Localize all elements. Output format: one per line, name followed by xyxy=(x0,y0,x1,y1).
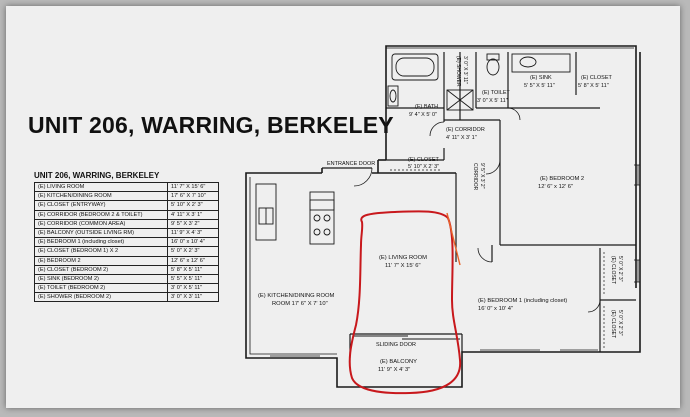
label-corridor1-dim: 4' 11" X 3' 1" xyxy=(446,135,477,141)
label-toilet-dim: 3' 0" X 5' 11" xyxy=(477,98,508,104)
label-closet-entry-dim: 5' 10" X 2' 3" xyxy=(408,164,439,170)
label-corridor1-name: (E) CORRIDOR xyxy=(446,127,485,133)
label-shower-name: (E) SHOWER xyxy=(455,56,461,87)
label-closet-entry-name: (E) CLOSET xyxy=(408,157,440,163)
label-corridor2-name: CORRIDOR xyxy=(472,163,478,191)
label-balcony-dim: 11' 9" X 4' 3" xyxy=(378,367,410,373)
label-closet-b1a-dim: 5' 0" X 2' 3" xyxy=(617,256,623,282)
room-dimension-cell: 3' 0" X 3' 11" xyxy=(167,292,219,303)
sliding-door xyxy=(354,335,460,340)
room-dimension-cell: 9' 5" X 3' 2" xyxy=(167,218,219,229)
label-living-dim: 11' 7" X 15' 6" xyxy=(385,263,421,269)
shower-stall xyxy=(446,89,474,111)
orange-highlight-line xyxy=(446,212,461,266)
label-bedroom1-dim: 16' 0" x 10' 4" xyxy=(478,306,513,312)
label-kitchen-name: (E) KITCHEN/DINING ROOM xyxy=(258,293,334,299)
room-dimension-cell: 5' 0" X 2' 3" xyxy=(167,246,219,257)
vanity-sink xyxy=(511,53,571,73)
room-dimension-cell: 11' 7" X 15' 6" xyxy=(167,181,219,193)
closet-shelves xyxy=(390,169,605,348)
label-shower-dim: 3' 0" X 3' 11" xyxy=(462,56,468,84)
red-annotation-outline xyxy=(348,210,462,395)
label-sink-name: (E) SINK xyxy=(530,75,552,81)
room-dimension-cell: 11' 9" X 4' 3" xyxy=(167,227,219,239)
table-row: (E) CORRIDOR (BEDROOM 2 & TOILET)4' 11" … xyxy=(34,209,219,220)
exterior-walls xyxy=(245,45,641,388)
kitchen-counter xyxy=(255,183,335,245)
room-dimension-cell: 17' 6" X 7' 10" xyxy=(167,191,219,202)
table-row: (E) CORRIDOR (COMMON AREA)9' 5" X 3' 2" xyxy=(34,218,219,229)
label-bath-name: (E) BATH xyxy=(415,104,438,110)
label-closet-b1a-name: (E) CLOSET xyxy=(610,256,616,284)
label-kitchen-dim: ROOM 17' 6" X 7' 10" xyxy=(272,301,328,307)
table-row: (E) CLOSET (ENTRYWAY)5' 10" X 2' 3" xyxy=(34,200,219,211)
label-living-name: (E) LIVING ROOM xyxy=(379,255,427,261)
toilet-fixture xyxy=(486,53,500,76)
bath-sink xyxy=(387,85,399,107)
label-closet-b2-name: (E) CLOSET xyxy=(581,75,613,81)
label-closet-b1b-dim: 5' 0" X 2' 3" xyxy=(617,310,623,336)
label-bedroom1-name: (E) BEDROOM 1 (including closet) xyxy=(478,298,567,304)
label-closet-b1b-name: (E) CLOSET xyxy=(610,310,616,338)
room-dimension-cell: 16' 0" x 10' 4" xyxy=(167,237,219,248)
table-row: (E) SHOWER (BEDROOM 2)3' 0" X 3' 11" xyxy=(34,292,219,303)
label-closet-b2-dim: 5' 8" X 5' 11" xyxy=(578,83,609,89)
label-entrance-door: ENTRANCE DOOR xyxy=(327,161,375,167)
room-dimension-cell: 5' 10" X 2' 3" xyxy=(167,200,219,211)
bathtub xyxy=(391,53,439,81)
label-bedroom2-name: (E) BEDROOM 2 xyxy=(540,176,584,182)
drawing-title: UNIT 206, WARRING, BERKELEY xyxy=(28,112,394,138)
label-toilet-name: (E) TOILET xyxy=(482,90,511,96)
label-corridor2-dim: 9' 5" X 3' 2" xyxy=(479,163,485,189)
door-swings xyxy=(353,107,601,313)
label-sliding-door: SLIDING DOOR xyxy=(376,342,416,348)
label-balcony-name: (E) BALCONY xyxy=(380,359,417,365)
table-row: (E) BALCONY (OUTSIDE LIVING RM)11' 9" X … xyxy=(34,227,219,239)
room-dimension-cell: 4' 11" X 3' 1" xyxy=(167,209,219,220)
label-sink-dim: 5' 5" X 5' 11" xyxy=(524,83,555,89)
windows xyxy=(270,164,640,357)
label-bedroom2-dim: 12' 6" x 12' 6" xyxy=(538,184,573,190)
room-table-title: UNIT 206, WARRING, BERKELEY xyxy=(34,171,160,180)
table-row: (E) BEDROOM 1 (including closet)16' 0" x… xyxy=(34,237,219,248)
label-bath-dim: 9' 4" X 5' 0" xyxy=(409,112,437,118)
